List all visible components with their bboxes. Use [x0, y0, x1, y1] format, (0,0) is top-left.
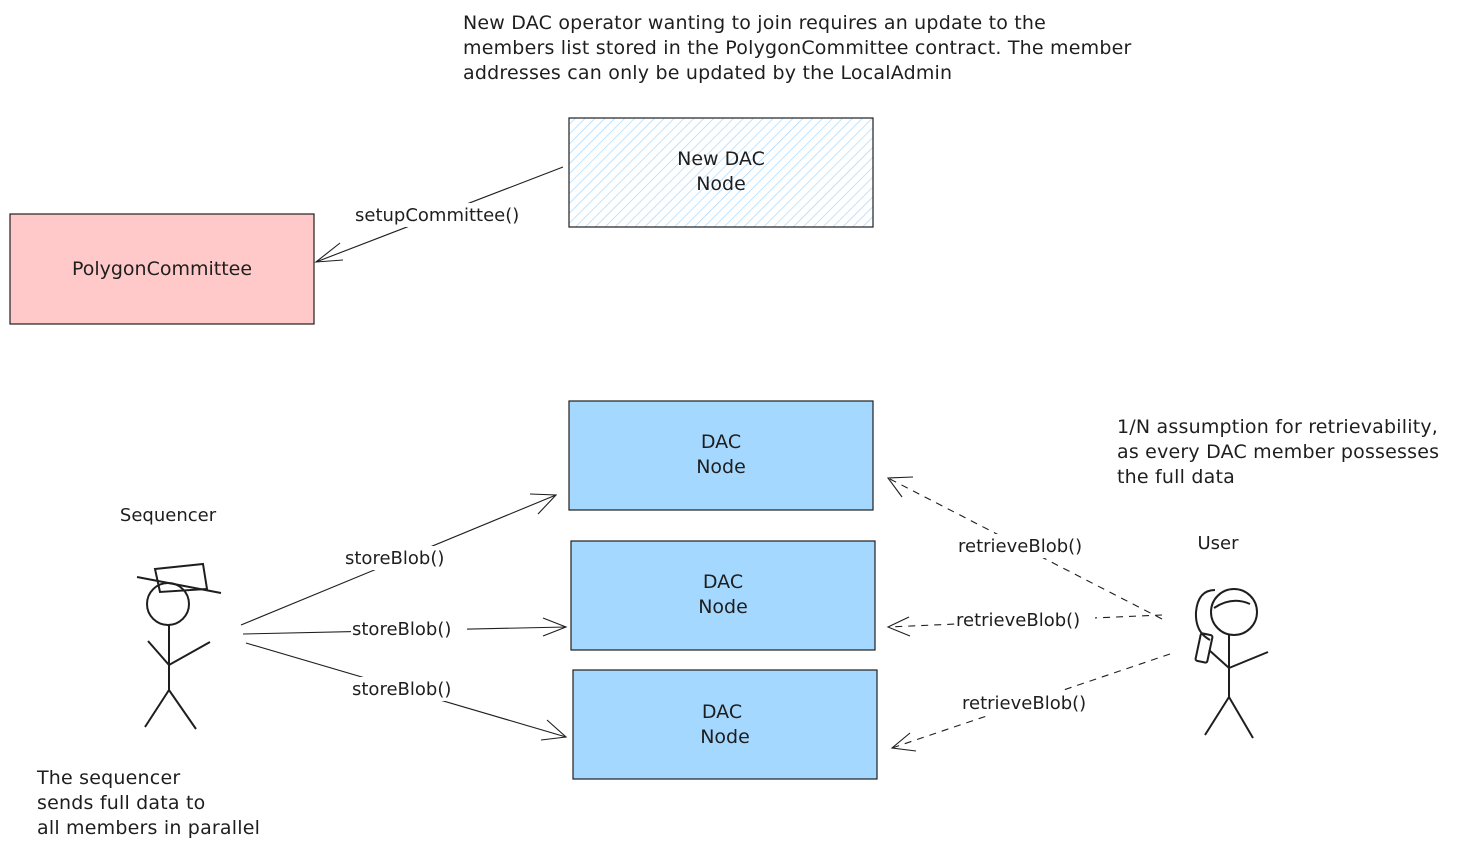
- retrievability-note-line-2: as every DAC member possesses: [1117, 441, 1439, 463]
- store-blob-label-1-bg: [344, 546, 460, 570]
- store-blob-arrow-3-head: [540, 719, 568, 741]
- retrievability-note-line-1: 1/N assumption for retrievability,: [1117, 416, 1438, 438]
- store-blob-arrow-3[interactable]: storeBlob(): [245, 642, 568, 741]
- sequencer-legs-icon: [144, 688, 197, 730]
- store-blob-label-1: storeBlob(): [345, 548, 444, 569]
- dac-node-3[interactable]: DAC Node: [572, 669, 878, 780]
- sequencer-hat-brim-icon: [136, 576, 222, 594]
- polygon-committee-node[interactable]: PolygonCommittee: [9, 213, 315, 325]
- setup-committee-label: setupCommittee(): [355, 205, 519, 226]
- sequencer-figure-icon: [136, 562, 222, 730]
- dac-node-2-box: [570, 540, 876, 651]
- top-note-line-2: members list stored in the PolygonCommit…: [463, 37, 1132, 59]
- retrieve-blob-label-1-bg: [957, 534, 1097, 558]
- sequencer-note-line-3: all members in parallel: [37, 817, 260, 839]
- user-phone-icon: [1194, 632, 1214, 664]
- dac-node-3-label-line-2: Node: [700, 726, 750, 748]
- user-head-icon: [1210, 588, 1258, 636]
- sequencer-arms-icon: [147, 640, 211, 667]
- polygon-committee-label: PolygonCommittee: [72, 258, 252, 280]
- store-blob-label-2: storeBlob(): [352, 619, 451, 640]
- dac-node-3-label-line-1: DAC: [702, 701, 742, 723]
- top-note-line-3: addresses can only be updated by the Loc…: [463, 62, 952, 84]
- setup-committee-arrowhead: [314, 242, 344, 263]
- user-arms-icon: [1208, 649, 1269, 670]
- store-blob-arrow-2[interactable]: storeBlob(): [242, 617, 568, 641]
- store-blob-arrow-1-head: [529, 493, 558, 515]
- new-dac-node-label-line-1: New DAC: [677, 148, 765, 170]
- dac-node-1[interactable]: DAC Node: [568, 400, 874, 511]
- sequencer-actor[interactable]: Sequencer: [120, 505, 222, 730]
- retrieve-blob-arrow-2[interactable]: retrieveBlob(): [886, 608, 1163, 637]
- store-blob-label-2-bg: [351, 617, 467, 641]
- retrieve-blob-arrow-2-line: [887, 614, 1163, 628]
- retrieve-blob-arrow-3-head: [890, 732, 917, 752]
- retrieve-blob-arrow-1[interactable]: retrieveBlob(): [886, 476, 1163, 620]
- retrievability-note-line-3: the full data: [1117, 466, 1235, 488]
- user-figure-icon: [1194, 588, 1269, 739]
- dac-node-1-box: [568, 400, 874, 511]
- top-note-line-1: New DAC operator wanting to join require…: [463, 12, 1046, 34]
- new-dac-node-box: [568, 117, 874, 228]
- sequencer-note-line-2: sends full data to: [37, 792, 205, 814]
- store-blob-arrow-2-head: [542, 617, 568, 637]
- top-note: New DAC operator wanting to join require…: [463, 12, 1132, 84]
- retrieve-blob-arrow-3[interactable]: retrieveBlob(): [890, 653, 1171, 752]
- store-blob-arrow-1[interactable]: storeBlob(): [240, 493, 558, 626]
- polygon-committee-box: [9, 213, 315, 325]
- sequencer-note: The sequencer sends full data to all mem…: [36, 767, 260, 839]
- new-dac-node[interactable]: New DAC Node: [568, 117, 874, 228]
- dac-node-3-box: [572, 669, 878, 780]
- user-label: User: [1197, 533, 1239, 554]
- store-blob-label-3-bg: [351, 677, 467, 701]
- retrieve-blob-label-2-bg: [955, 608, 1095, 632]
- dac-node-1-label-line-1: DAC: [701, 431, 741, 453]
- retrieve-blob-label-1: retrieveBlob(): [958, 536, 1082, 557]
- new-dac-node-label-line-2: Node: [696, 173, 746, 195]
- retrieve-blob-label-2: retrieveBlob(): [956, 610, 1080, 631]
- retrieve-blob-label-3: retrieveBlob(): [962, 693, 1086, 714]
- user-bangs-icon: [1213, 599, 1251, 609]
- dac-node-1-label-line-2: Node: [696, 456, 746, 478]
- sequencer-head-icon: [146, 582, 190, 626]
- retrieve-blob-arrow-2-head: [886, 616, 911, 637]
- retrieve-blob-label-3-bg: [961, 691, 1101, 715]
- retrieve-blob-arrow-1-head: [886, 476, 914, 498]
- store-blob-label-3: storeBlob(): [352, 679, 451, 700]
- dac-node-2-label-line-2: Node: [698, 596, 748, 618]
- dac-node-2-label-line-1: DAC: [703, 571, 743, 593]
- sequencer-label: Sequencer: [120, 505, 217, 526]
- setup-committee-label-bg: [354, 203, 526, 227]
- user-legs-icon: [1204, 695, 1254, 739]
- dac-node-2[interactable]: DAC Node: [570, 540, 876, 651]
- sequencer-note-line-1: The sequencer: [36, 767, 180, 789]
- retrievability-note: 1/N assumption for retrievability, as ev…: [1117, 416, 1439, 488]
- setup-committee-arrow[interactable]: setupCommittee(): [314, 166, 564, 263]
- user-actor[interactable]: User: [1194, 533, 1269, 739]
